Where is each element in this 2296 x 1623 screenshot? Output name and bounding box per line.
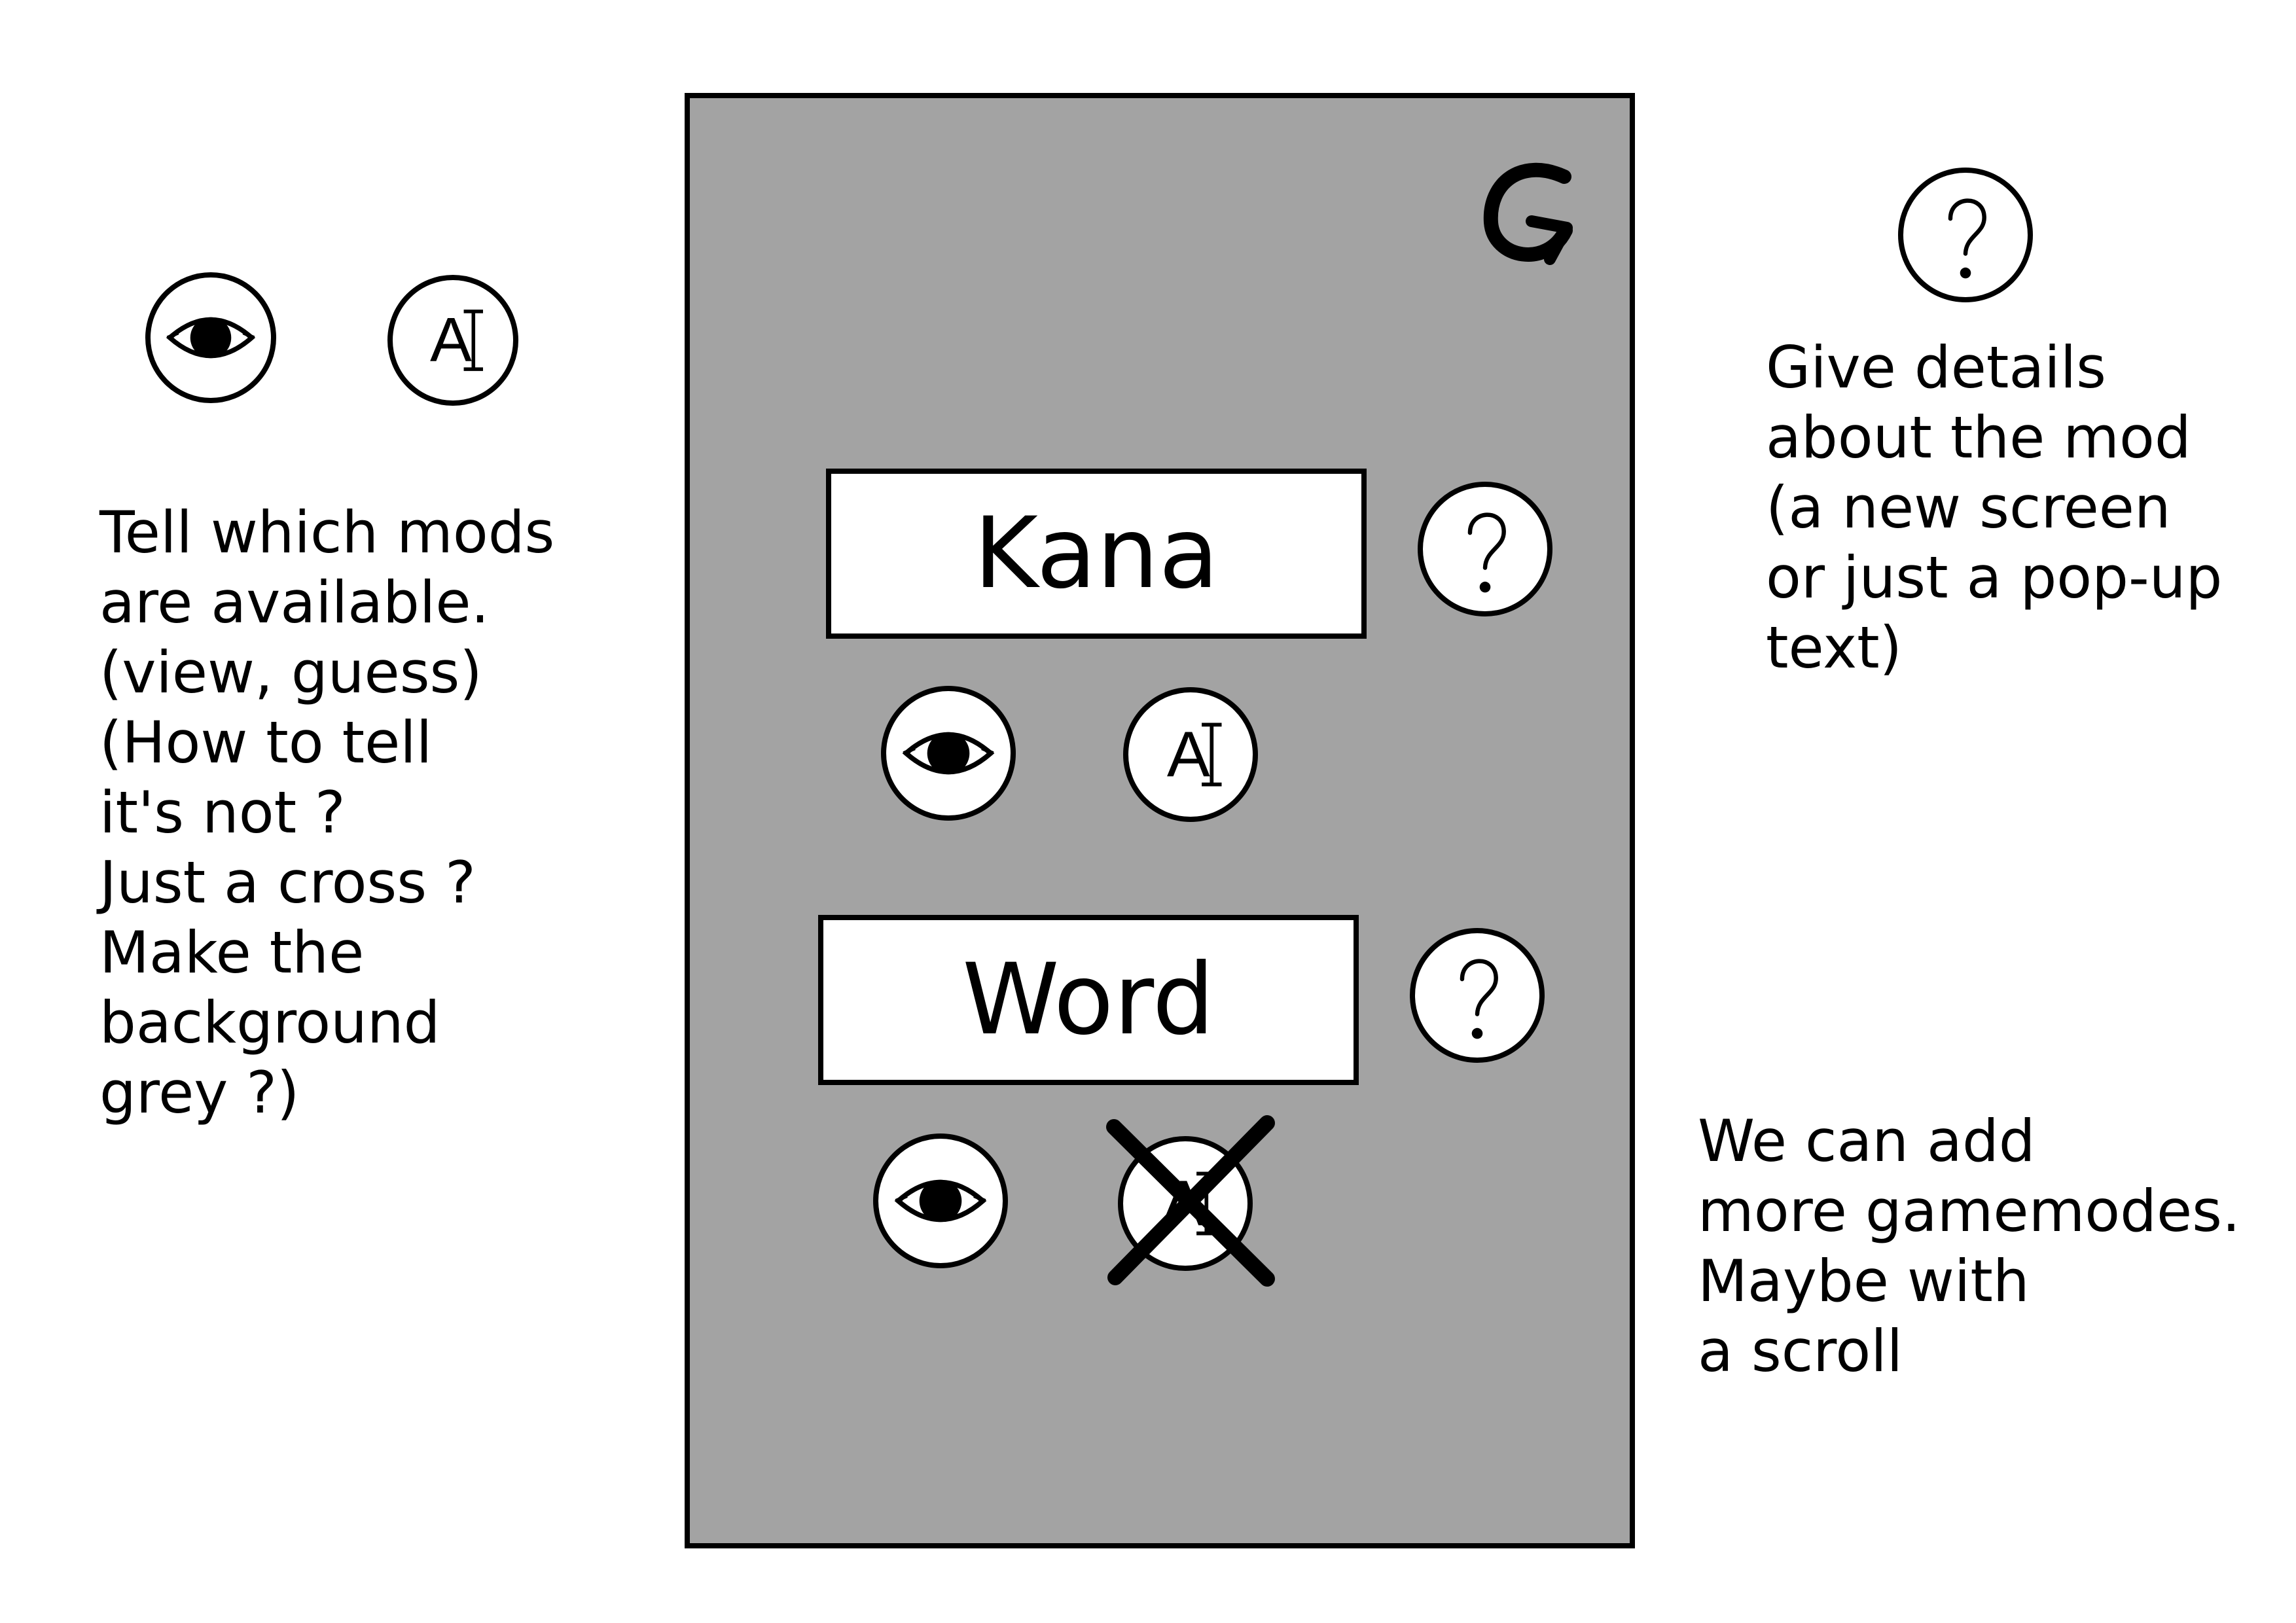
cross-icon	[1102, 1113, 1279, 1289]
question-mark-icon	[1460, 959, 1498, 1039]
note-line: We can add	[1698, 1107, 2036, 1175]
note-line: it's not ?	[99, 779, 346, 846]
note-line: a scroll	[1698, 1317, 1903, 1385]
note-line: Just a cross ?	[99, 849, 476, 916]
note-left: Tell which mods are available. (view, gu…	[99, 497, 554, 1128]
legend-eye-icon	[145, 272, 276, 403]
question-mark-icon	[1467, 512, 1506, 593]
legend-text-cursor-icon: A	[387, 275, 518, 406]
note-line: Make the	[99, 919, 365, 986]
legend-question-mark-icon	[1898, 168, 2033, 302]
note-line: Maybe with	[1698, 1247, 2030, 1315]
phone-screen: Kana A Word	[685, 93, 1635, 1548]
word-help-button[interactable]	[1410, 928, 1545, 1063]
svg-text:A: A	[1167, 718, 1210, 790]
kana-guess-text-cursor-icon[interactable]: A	[1123, 687, 1258, 822]
note-bottom-right: We can add more gamemodes. Maybe with a …	[1698, 1106, 2240, 1386]
note-line: Tell which mods	[99, 499, 555, 566]
note-line: more gamemodes.	[1698, 1177, 2240, 1245]
word-view-eye-icon[interactable]	[873, 1133, 1008, 1268]
kana-view-eye-icon[interactable]	[881, 686, 1016, 821]
note-line: (a new screen	[1766, 474, 2171, 541]
note-line: background	[99, 989, 440, 1056]
note-line: (view, guess)	[99, 639, 482, 706]
back-arrow-icon[interactable]	[1449, 151, 1606, 308]
note-line: are available.	[99, 569, 490, 636]
note-line: text)	[1766, 614, 1903, 681]
note-line: grey ?)	[99, 1059, 300, 1126]
svg-text:A: A	[430, 305, 472, 375]
mode-label: Kana	[973, 497, 1219, 611]
note-line: Give details	[1766, 334, 2107, 401]
kana-help-button[interactable]	[1418, 482, 1552, 616]
note-line: (How to tell	[99, 709, 433, 776]
mode-label: Word	[962, 943, 1215, 1057]
note-line: or just a pop-up	[1766, 544, 2223, 611]
note-top-right: Give details about the mod (a new screen…	[1766, 332, 2222, 683]
mode-button-kana[interactable]: Kana	[826, 469, 1367, 639]
mode-button-word[interactable]: Word	[818, 915, 1359, 1085]
note-line: about the mod	[1766, 404, 2191, 471]
